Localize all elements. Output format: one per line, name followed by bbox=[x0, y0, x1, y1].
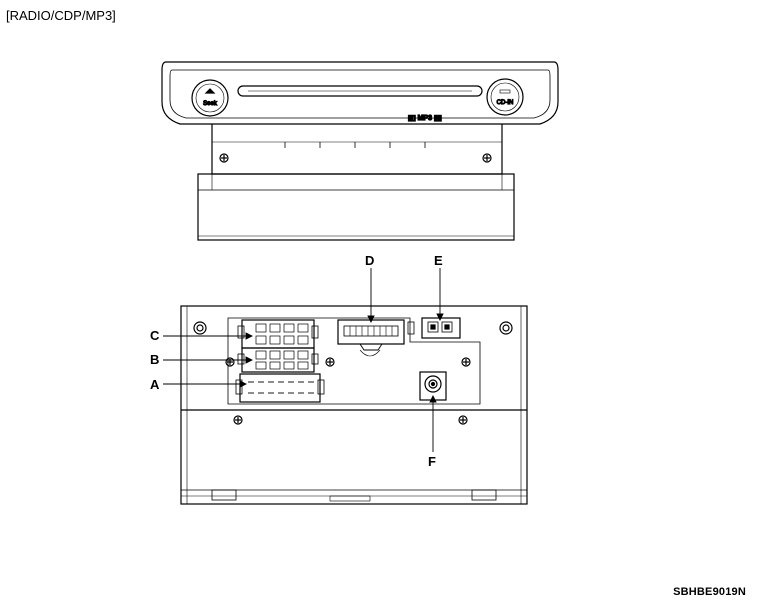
screw-icon bbox=[225, 357, 235, 367]
callout-c: C bbox=[150, 328, 160, 343]
page-title: [RADIO/CDP/MP3] bbox=[6, 8, 116, 23]
connector-c bbox=[237, 319, 319, 349]
seek-knob bbox=[191, 79, 229, 117]
front-panel-view: Seek CD-IN ▮▯ MP3 ▮▮ bbox=[161, 61, 559, 241]
seek-label: Seek bbox=[203, 101, 218, 107]
mount-stud-icon bbox=[499, 321, 513, 335]
screw-icon bbox=[458, 415, 468, 425]
connector-e bbox=[421, 317, 461, 339]
mount-stud-icon bbox=[193, 321, 207, 335]
screw-icon bbox=[461, 357, 471, 367]
cd-in-label: CD-IN bbox=[497, 100, 514, 106]
cd-in-knob bbox=[486, 78, 524, 116]
callout-b: B bbox=[150, 352, 159, 367]
screw-icon bbox=[482, 153, 492, 163]
screw-icon bbox=[233, 415, 243, 425]
format-badge: ▮▯ MP3 ▮▮ bbox=[408, 115, 442, 122]
callout-leaders bbox=[163, 268, 444, 452]
screw-icon bbox=[219, 153, 229, 163]
connector-a bbox=[235, 373, 325, 403]
callout-e: E bbox=[434, 253, 443, 268]
figure-code: SBHBE9019N bbox=[673, 586, 746, 598]
callout-f: F bbox=[428, 454, 436, 469]
rear-panel-view bbox=[163, 268, 528, 505]
connector-d bbox=[337, 319, 415, 357]
screw-icon bbox=[325, 357, 335, 367]
callout-d: D bbox=[365, 253, 374, 268]
callout-a: A bbox=[150, 377, 160, 392]
cd-slot bbox=[237, 85, 483, 97]
